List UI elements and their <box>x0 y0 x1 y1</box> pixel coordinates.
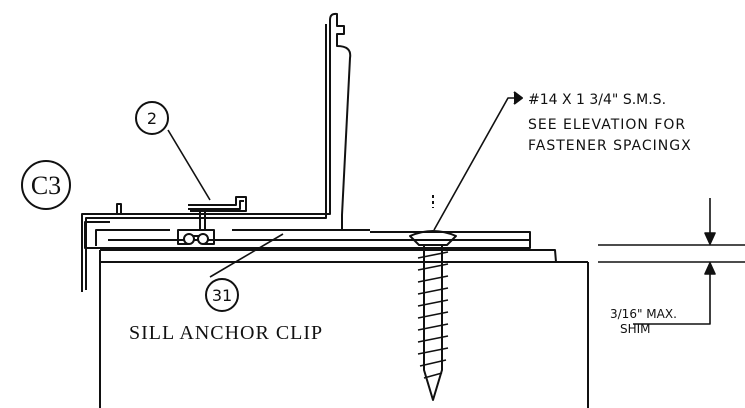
callout-circle-31 <box>205 278 239 312</box>
shim-dimension <box>598 198 745 275</box>
fastener-note-line1: #14 X 1 3/4" S.M.S. <box>528 92 666 108</box>
sill-anchor-clip-label: SILL ANCHOR CLIP <box>129 322 323 344</box>
callout-2-label: 2 <box>147 109 157 128</box>
shim <box>99 249 557 263</box>
sill-block <box>99 261 589 408</box>
glazing-stop <box>188 196 247 230</box>
shim-note-line1: 3/16" MAX. <box>610 307 677 321</box>
anchor-clip-plate <box>84 221 531 249</box>
section-tag: C3 <box>31 171 61 200</box>
screw <box>409 195 457 401</box>
fastener-note-line3: FASTENER SPACINGX <box>528 138 692 154</box>
shim-note-line2: SHIM <box>620 322 651 336</box>
section-tag-circle <box>21 160 71 210</box>
fastener-note-line2: SEE ELEVATION FOR <box>528 117 686 133</box>
callout-31-label: 31 <box>212 286 232 305</box>
callout-circle-2 <box>135 101 169 135</box>
